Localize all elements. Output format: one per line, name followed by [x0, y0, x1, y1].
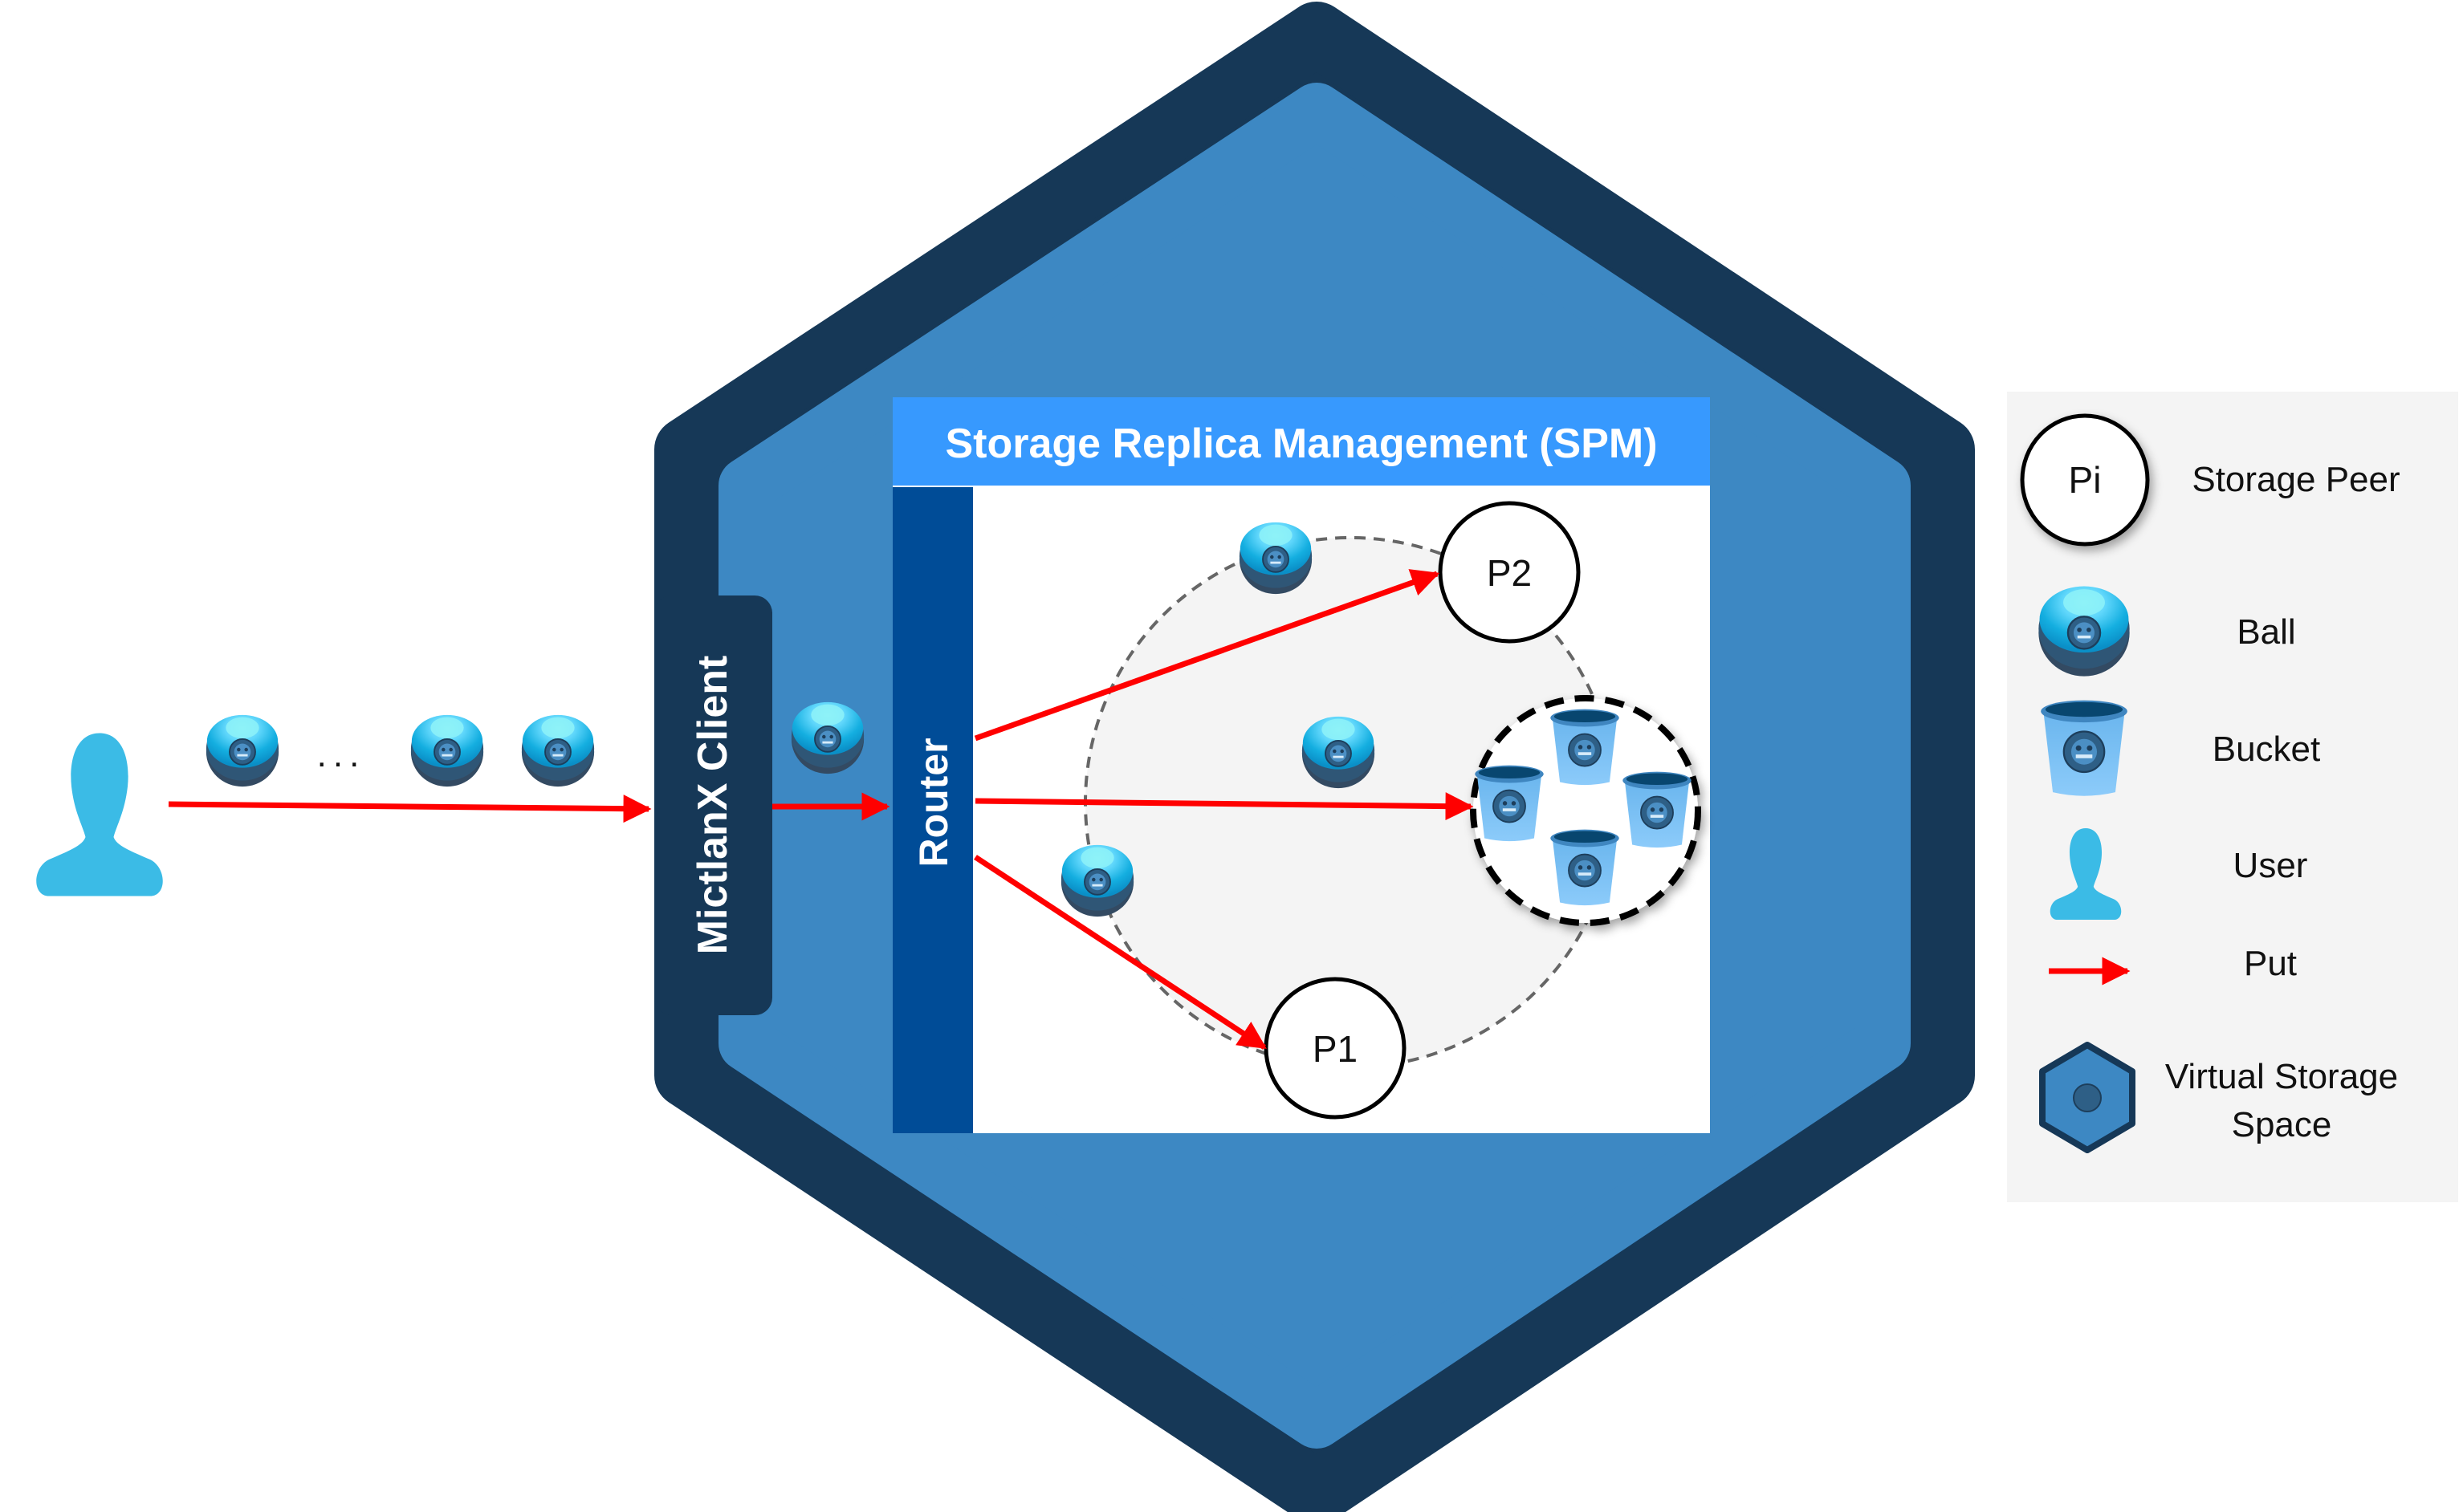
spm-title: Storage Replica Management (SPM) [945, 421, 1657, 467]
ball-icon [2038, 585, 2131, 677]
bucket-icon [1549, 828, 1620, 907]
legend-item-virtual-storage-space: Virtual Storage Space [2039, 1042, 2398, 1153]
peer-p1-label: P1 [1313, 1028, 1358, 1070]
legend-item-bucket: Bucket [2039, 699, 2321, 797]
legend-label-storage-peer: Storage Peer [2192, 460, 2400, 499]
legend-label-ball: Ball [2237, 612, 2295, 652]
ball-icon [409, 713, 485, 788]
legend-label-vss-line1: Virtual Storage [2165, 1057, 2398, 1096]
mictlanx-client: MictlanX Client [654, 595, 772, 1015]
legend-item-storage-peer: Pi Storage Peer [2020, 413, 2400, 547]
user-icon [36, 733, 163, 896]
storage-peer-icon-text: Pi [2069, 459, 2102, 501]
router-bar [893, 487, 973, 1133]
put-arrow-to-p2 [974, 569, 1440, 742]
storage-peer-icon [2020, 413, 2150, 547]
legend-item-user: User [2050, 827, 2308, 921]
legend-label-user: User [2233, 846, 2308, 885]
legend-label-bucket: Bucket [2213, 730, 2321, 769]
ball-icon [1060, 843, 1135, 918]
spm-panel: Storage Replica Management (SPM) Router … [893, 397, 1710, 1133]
ball-icon [205, 713, 280, 788]
put-arrow-to-p1 [974, 855, 1267, 1050]
vss-emblem-icon [2073, 1083, 2102, 1112]
legend: Pi Storage Peer Ball Bucket User Put Vir… [2007, 392, 2458, 1202]
peer-p1: P1 [1264, 977, 1407, 1120]
ball-icon [1238, 521, 1313, 595]
bucket-icon [1622, 770, 1692, 849]
legend-item-put: Put [2049, 944, 2297, 986]
bucket-cluster [1470, 695, 1701, 926]
put-arrow-user-to-client [168, 795, 652, 823]
bucket-icon [1549, 708, 1620, 786]
peer-p2-label: P2 [1487, 552, 1532, 594]
ball-icon [1301, 715, 1376, 790]
legend-label-put: Put [2244, 944, 2297, 983]
peer-p2-circle [1438, 501, 1581, 644]
legend-label-vss-line2: Space [2232, 1105, 2332, 1144]
put-arrow-to-buckets [975, 792, 1474, 821]
peer-p2: P2 [1438, 501, 1581, 644]
spm-header [893, 397, 1710, 486]
router-label: Router [911, 738, 956, 867]
client-label: MictlanX Client [690, 656, 736, 955]
bucket-icon [1474, 764, 1545, 843]
ball-icon [520, 713, 596, 788]
client-bar [654, 595, 772, 1015]
ball-icon [790, 701, 865, 775]
legend-item-ball: Ball [2038, 585, 2296, 677]
ellipsis: ... [317, 735, 366, 774]
bucket-icon [2039, 699, 2129, 797]
